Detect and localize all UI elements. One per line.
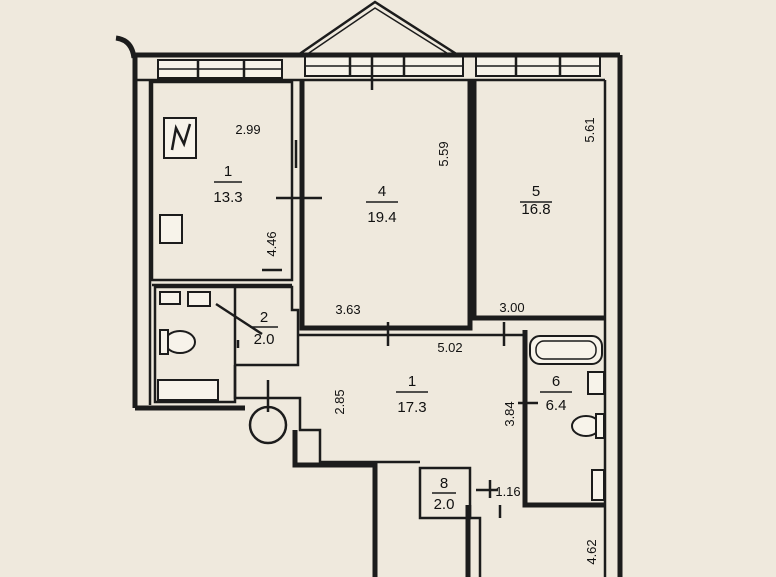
window-room-4 [304, 55, 464, 77]
room-label-6: 6 6.4 [540, 373, 572, 414]
room-label-2: 2 2.0 [250, 309, 278, 348]
dim-room3-depth: 4.46 [264, 231, 279, 256]
room-number-3: 1 [224, 163, 232, 180]
room-area-4: 19.4 [367, 209, 396, 226]
dim-room5-depth: 5.61 [582, 117, 597, 142]
bathtub-icon [529, 335, 603, 365]
room-number-2: 2 [260, 309, 268, 326]
room-area-2: 2.0 [254, 331, 275, 348]
room-label-8: 8 2.0 [432, 475, 456, 513]
room-number-5: 5 [532, 183, 540, 200]
window-room-5 [475, 55, 601, 77]
room-label-5: 5 16.8 [520, 183, 552, 218]
room-area-6: 6.4 [546, 397, 567, 414]
shelf-fixture-2 [187, 291, 211, 307]
room-label-4: 4 19.4 [366, 183, 398, 226]
room-label-3: 1 13.3 [213, 163, 242, 206]
toilet-icon-room-6 [571, 413, 605, 439]
windows [157, 55, 601, 79]
dim-room8-width: 1.16 [495, 484, 520, 499]
washer-fixture [587, 371, 605, 395]
dim-room4-depth: 5.59 [436, 141, 451, 166]
room-number-1: 1 [408, 373, 416, 390]
room-area-1: 17.3 [397, 399, 426, 416]
shelf-fixture [159, 291, 181, 305]
room-number-4: 4 [378, 183, 386, 200]
dim-hall-width: 5.02 [437, 340, 462, 355]
doors [215, 55, 538, 518]
dim-room6-depth: 3.84 [502, 401, 517, 426]
window-room-3 [157, 59, 283, 79]
dim-room3-width: 2.99 [235, 122, 260, 137]
room-label-1: 1 17.3 [396, 373, 428, 416]
room-area-3: 13.3 [213, 189, 242, 206]
tub-fixture [157, 379, 219, 401]
pipe-fixture [591, 469, 605, 501]
room-number-8: 8 [440, 475, 448, 492]
toilet-icon [159, 329, 196, 355]
electrical-panel-icon [163, 117, 197, 159]
dim-lower-depth: 4.62 [584, 539, 599, 564]
room-area-5: 16.8 [521, 201, 550, 218]
room-number-6: 6 [552, 373, 560, 390]
sink-fixture [159, 214, 183, 244]
bay-window [297, 0, 459, 57]
room-area-8: 2.0 [434, 496, 455, 513]
interior-walls [150, 80, 605, 577]
dim-hall-depth: 2.85 [332, 389, 347, 414]
dim-room5-width: 3.00 [499, 300, 524, 315]
entry-arc [115, 35, 137, 59]
dim-room4-width: 3.63 [335, 302, 360, 317]
